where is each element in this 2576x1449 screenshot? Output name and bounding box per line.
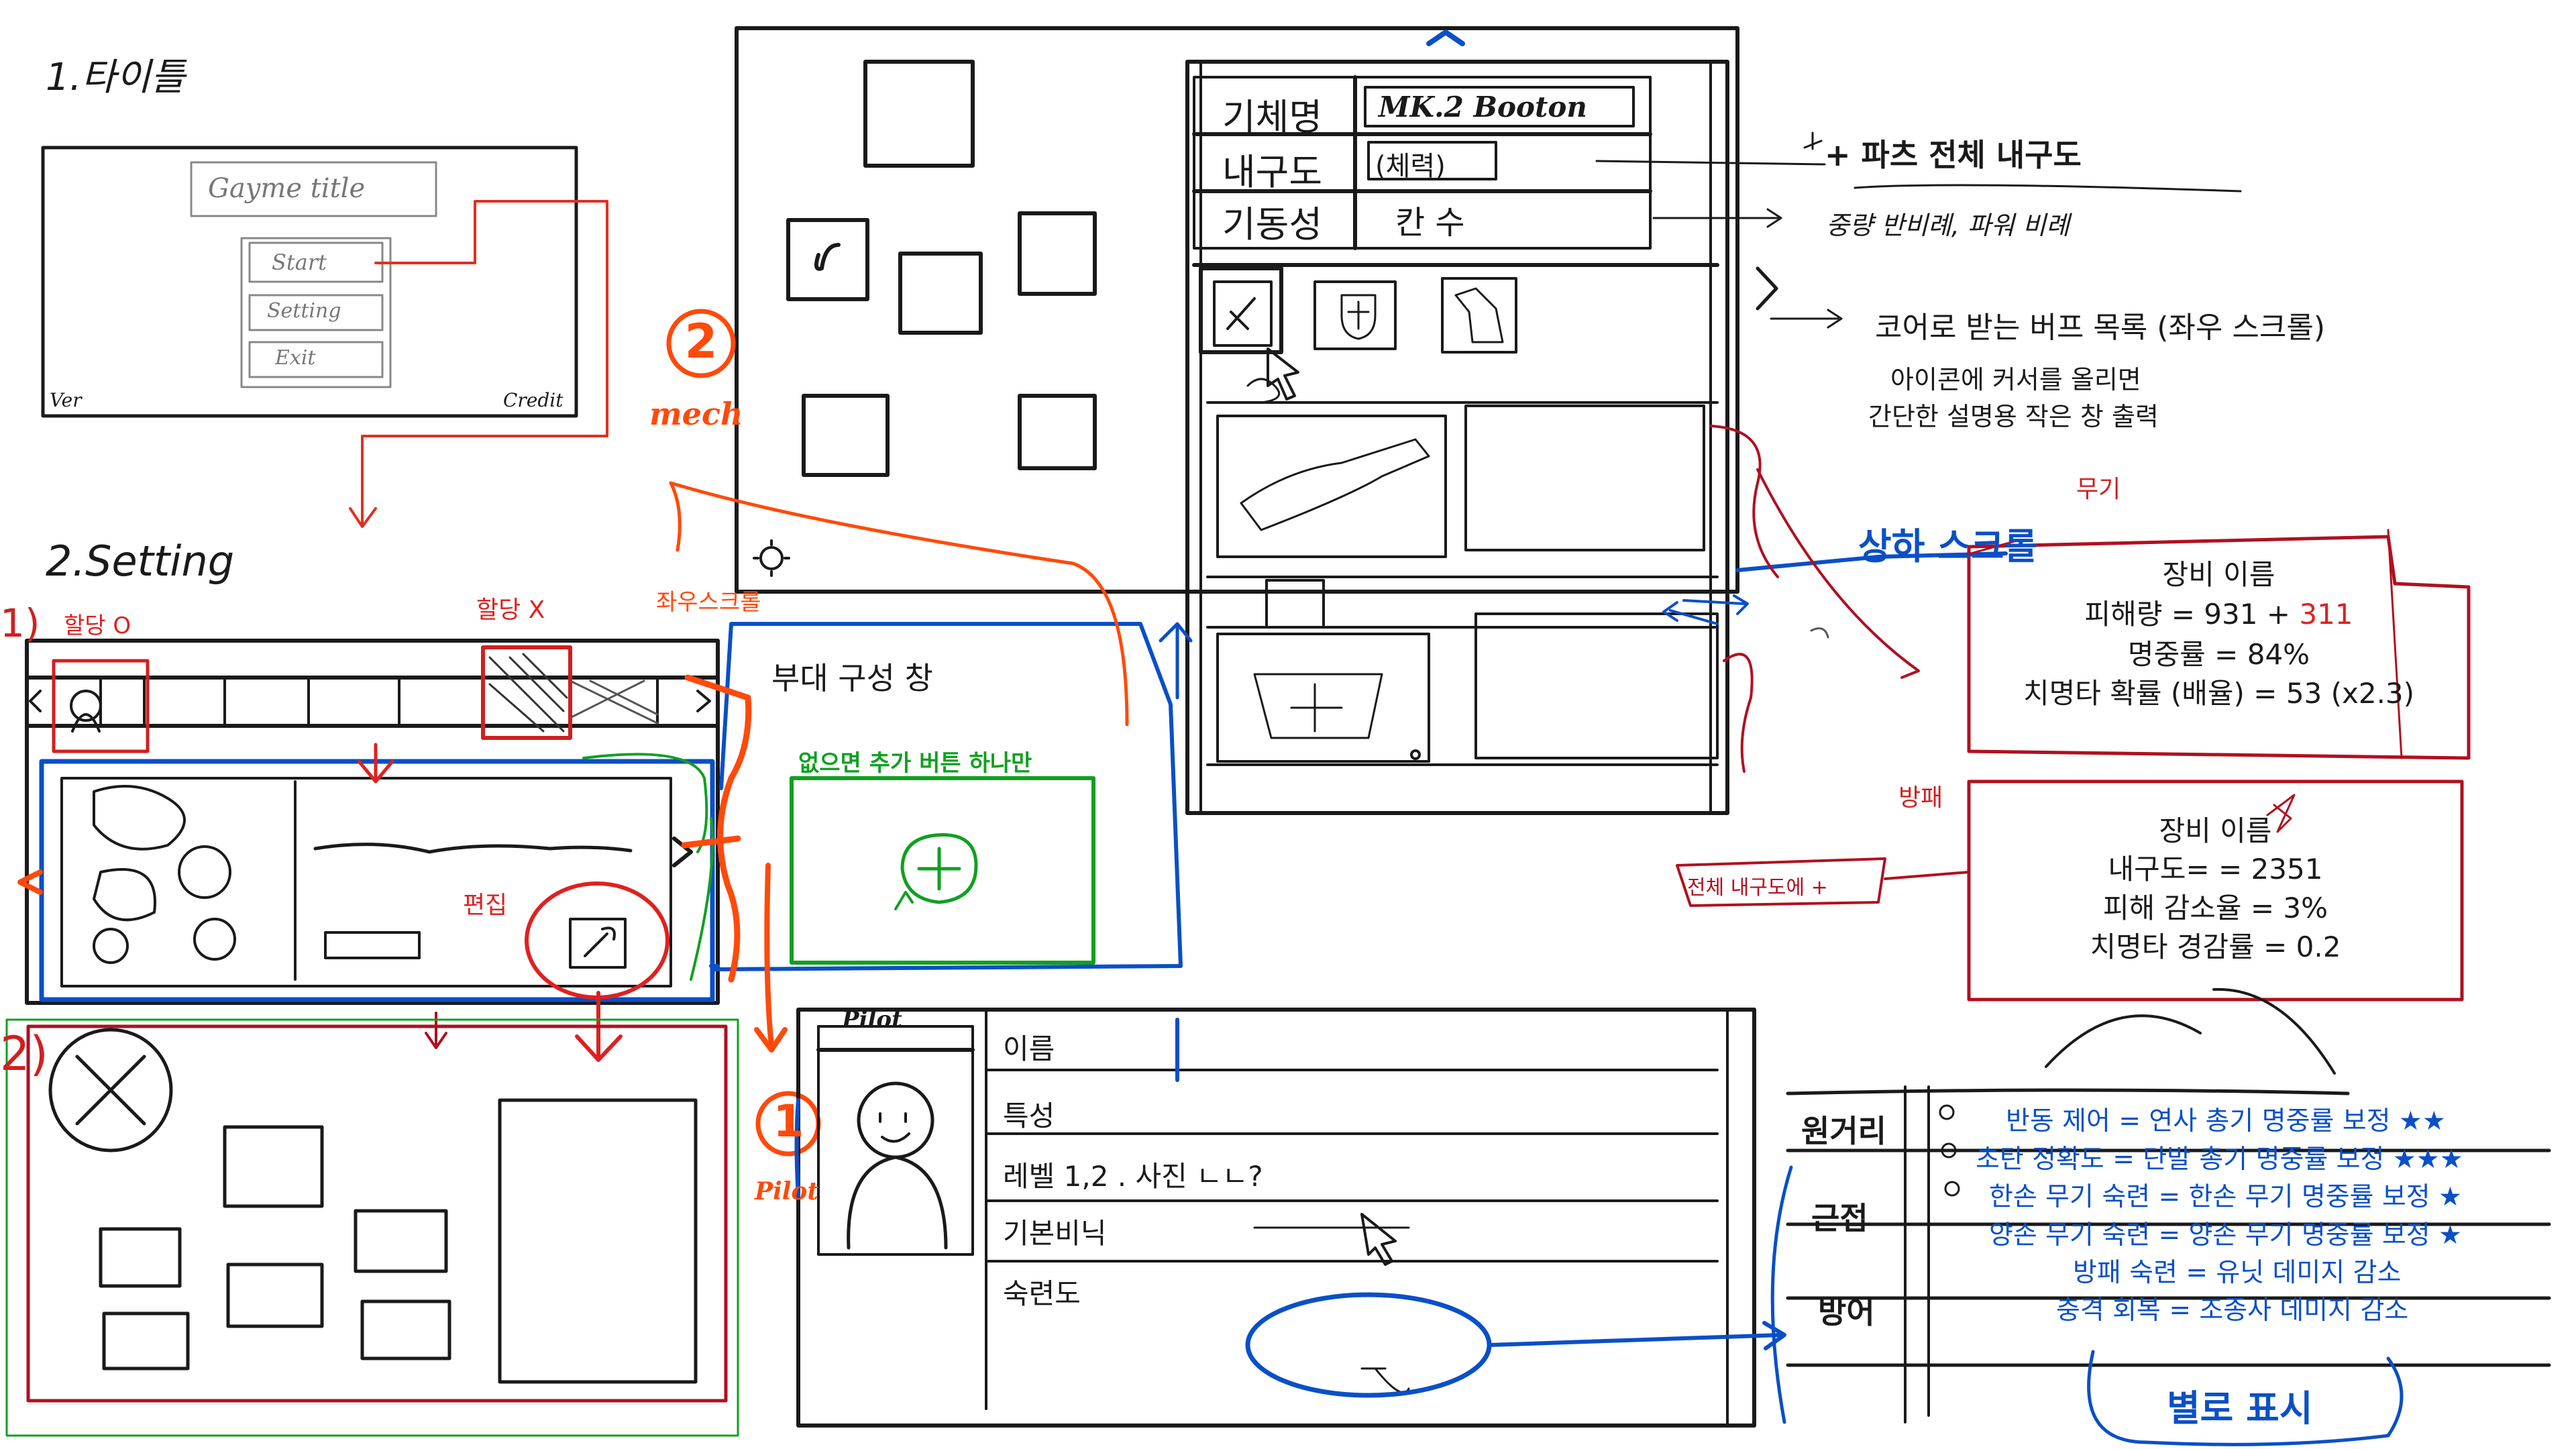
weapon-damage-bonus: 311 <box>2299 598 2353 631</box>
pilot-row-trait: 특성 <box>1003 1099 1055 1132</box>
mech-detail-panel <box>1185 60 1778 815</box>
mech-stat-label-mobility: 기동성 <box>1222 203 1323 246</box>
mech-circle-number: 2 <box>684 314 718 369</box>
mech-label: mech <box>649 396 743 432</box>
add-icon <box>900 833 978 904</box>
pilot-row-level: 레벨 1,2 . 사진 ㄴㄴ? <box>1003 1160 1263 1193</box>
skill-highlight-ellipse <box>1245 1292 1492 1398</box>
total-durability-tag: 전체 내구도에 + <box>1687 876 1828 900</box>
mech-number-circle <box>666 309 736 378</box>
shield-name: 장비 이름 <box>2159 814 2272 847</box>
shield-reduction: 피해 감소율 = 3% <box>2102 892 2328 924</box>
pilot-row-basic: 기본비닉 <box>1003 1217 1107 1250</box>
skill-item-6: 충격 회복 = 조종사 데미지 감소 <box>2056 1295 2409 1326</box>
exit-button[interactable]: Exit <box>275 346 316 370</box>
skill-category-defense: 방어 <box>1818 1294 1875 1330</box>
pilot-circle-number: 1 <box>773 1095 804 1147</box>
shield-tag: 방패 <box>1898 784 1943 812</box>
weapon-damage: 피해량 = 931 + 311 <box>1969 592 2469 633</box>
unit-window-note: 없으면 추가 버튼 하나만 <box>798 750 1032 777</box>
exit-button-box <box>248 341 384 378</box>
mech-window <box>735 26 1739 594</box>
shield-info-box <box>1967 780 2464 1002</box>
skill-item-3: 한손 무기 숙련 = 한손 무기 명중률 보정 ★ <box>1989 1182 2463 1212</box>
separate-mark-box <box>2087 1350 2404 1446</box>
setting-button[interactable]: Setting <box>267 299 341 323</box>
mech-stat-value-durability: (체력) <box>1375 151 1446 182</box>
slot-avatar <box>70 690 102 733</box>
edit-circle <box>525 881 669 1000</box>
mech-stat-label-name: 기체명 <box>1222 96 1323 138</box>
credit-label: Credit <box>503 389 564 411</box>
unit-window-title: 부대 구성 창 <box>771 660 933 696</box>
unit-add-box <box>790 776 1095 965</box>
start-button[interactable]: Start <box>272 250 327 275</box>
pilot-cursor-icon <box>1360 1213 1397 1266</box>
weapon-tag: 무기 <box>2076 476 2121 503</box>
weight-power-note: 중량 반비례, 파워 비례 <box>1826 211 2070 240</box>
buff-list-note: 코어로 받는 버프 목록 (좌우 스크롤) <box>1875 311 2325 345</box>
assigned-o-label: 할당 O <box>64 612 131 639</box>
weapon-crit: 치명타 확률 (배율) = 53 (x2.3) <box>2023 677 2415 710</box>
mech-stat-label-durability: 내구도 <box>1222 151 1323 193</box>
pilot-side-label: Pilot <box>755 1177 819 1205</box>
shield-durability: 내구도= = 2351 <box>2108 853 2323 885</box>
skill-table <box>1786 987 2551 1424</box>
pilot-row-skill: 숙련도 <box>1003 1277 1081 1310</box>
part-durability-note: + 파츠 전체 내구도 <box>1825 137 2082 173</box>
cursor-icon <box>1267 347 1299 400</box>
section-num-1: 1) <box>0 600 40 646</box>
skill-category-melee: 근접 <box>1811 1200 1868 1236</box>
left-right-scroll-label: 좌우스크롤 <box>656 589 761 616</box>
title-screen-heading: 1.타이틀 <box>46 56 185 99</box>
game-title-text: Gayme title <box>208 173 366 204</box>
icon-hover-note-1: 아이콘에 커서를 올리면 <box>1890 365 2141 394</box>
skill-item-5: 방패 숙련 = 유닛 데미지 감소 <box>2073 1258 2402 1288</box>
mech-stat-value-mobility: 칸 수 <box>1395 204 1465 241</box>
vertical-scroll-note: 상하 스크롤 <box>1858 525 2038 568</box>
separate-mark-note: 별로 표시 <box>2167 1387 2313 1430</box>
weapon-name: 장비 이름 <box>2162 558 2275 591</box>
weapon-damage-base: 피해량 = 931 + <box>2084 598 2300 631</box>
section-num-2: 2) <box>0 1026 48 1081</box>
setting-button-box <box>248 294 384 331</box>
mech-stat-value-name: MK.2 Booton <box>1379 91 1587 123</box>
skill-item-4: 양손 무기 숙련 = 양손 무기 명중률 보정 ★ <box>1989 1220 2463 1250</box>
shield-crit-reduce: 치명타 경감률 = 0.2 <box>2090 930 2341 963</box>
weapon-accuracy: 명중률 = 84% <box>2127 638 2310 671</box>
pilot-row-name: 이름 <box>1003 1032 1055 1065</box>
icon-hover-note-2: 간단한 설명용 작은 창 출력 <box>1868 402 2159 431</box>
setting-heading: 2.Setting <box>46 537 235 586</box>
skill-item-1: 반동 제어 = 연사 총기 명중률 보정 ★★ <box>2006 1106 2446 1136</box>
edit-label: 편집 <box>463 892 508 919</box>
game-title-box <box>190 161 437 217</box>
assigned-x-label: 할당 X <box>476 596 545 624</box>
setting-wireframe-2 <box>5 1018 739 1437</box>
setting-wireframe-1 <box>25 639 720 1005</box>
pilot-header: Pilot <box>842 1006 902 1033</box>
skill-category-ranged: 원거리 <box>1801 1113 1886 1149</box>
skill-item-2: 초탄 정확도 = 단발 총기 명중률 보정 ★★★ <box>1976 1144 2463 1175</box>
title-to-setting-arrow <box>361 200 608 525</box>
pilot-window <box>794 1008 1756 1428</box>
version-label: Ver <box>50 389 82 411</box>
title-screen-wireframe <box>41 146 578 418</box>
